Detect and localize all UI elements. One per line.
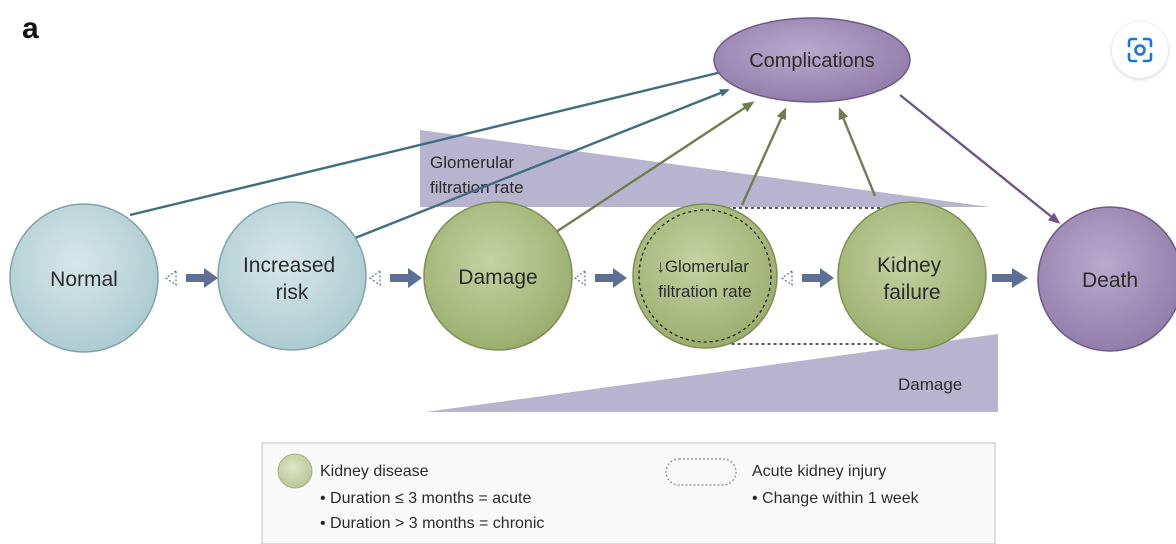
back-arrow-3 xyxy=(573,269,586,287)
back-arrow-2 xyxy=(368,269,381,287)
forward-arrow-shaft-5 xyxy=(992,274,1012,282)
forward-arrow-shaft-3 xyxy=(595,274,613,282)
damage-gradient-label: Damage xyxy=(898,375,962,394)
gfr-decrease-node xyxy=(632,203,778,349)
complications-node xyxy=(713,17,911,103)
gfr-gradient-wedge xyxy=(420,130,990,207)
back-arrow-4 xyxy=(780,269,793,287)
panel-label: a xyxy=(22,12,39,45)
kidney-failure-label: Kidney failure xyxy=(877,254,947,304)
forward-arrow-head-3 xyxy=(613,268,627,288)
increased-risk-label: Increased risk xyxy=(243,254,341,304)
increased-risk-node xyxy=(217,201,367,351)
normal-node xyxy=(9,203,159,353)
forward-arrow-shaft-2 xyxy=(390,274,408,282)
legend-aki-line-1: • Change within 1 week xyxy=(752,490,920,507)
arrow-gfr-to-complications xyxy=(740,107,787,206)
legend-kidney-disease-title: Kidney disease xyxy=(320,463,429,480)
arrow-damage-to-complications xyxy=(555,101,755,234)
progression-arrows xyxy=(164,268,1028,288)
death-label: Death xyxy=(1082,269,1138,292)
legend-kidney-disease-line-2: • Duration > 3 months = chronic xyxy=(320,515,544,532)
arrow-normal-to-complications xyxy=(129,67,732,217)
kidney-failure-node xyxy=(837,201,987,351)
gfr-gradient-label: Glomerular filtration rate xyxy=(430,153,524,197)
forward-arrow-head-4 xyxy=(820,268,834,288)
legend-box xyxy=(261,442,996,544)
forward-arrow-head-1 xyxy=(204,268,218,288)
lens-search-button[interactable] xyxy=(1112,22,1168,78)
forward-arrow-shaft-4 xyxy=(802,274,820,282)
back-arrow-1 xyxy=(164,269,177,287)
legend-aki-title: Acute kidney injury xyxy=(752,463,886,480)
lens-icon xyxy=(1127,37,1153,63)
death-node xyxy=(1037,206,1176,352)
forward-arrow-shaft-1 xyxy=(186,274,204,282)
gfr-decrease-label: ↓Glomerular filtration rate xyxy=(656,257,753,301)
gfr-decrease-dashed-ring xyxy=(638,209,772,343)
legend-aki-swatch xyxy=(665,458,737,486)
forward-arrow-head-5 xyxy=(1012,268,1028,288)
normal-label: Normal xyxy=(50,268,118,291)
forward-arrow-head-2 xyxy=(408,268,422,288)
arrow-risk-to-complications xyxy=(354,88,730,240)
arrow-failure-to-complications xyxy=(838,107,877,197)
damage-label: Damage xyxy=(458,266,537,289)
legend-kidney-disease-swatch xyxy=(277,453,313,489)
damage-gradient-wedge xyxy=(425,334,998,412)
arrow-complications-to-death xyxy=(899,94,1061,224)
complications-label: Complications xyxy=(749,50,875,72)
legend-kidney-disease-line-1: • Duration ≤ 3 months = acute xyxy=(320,490,531,507)
damage-node xyxy=(423,201,573,351)
